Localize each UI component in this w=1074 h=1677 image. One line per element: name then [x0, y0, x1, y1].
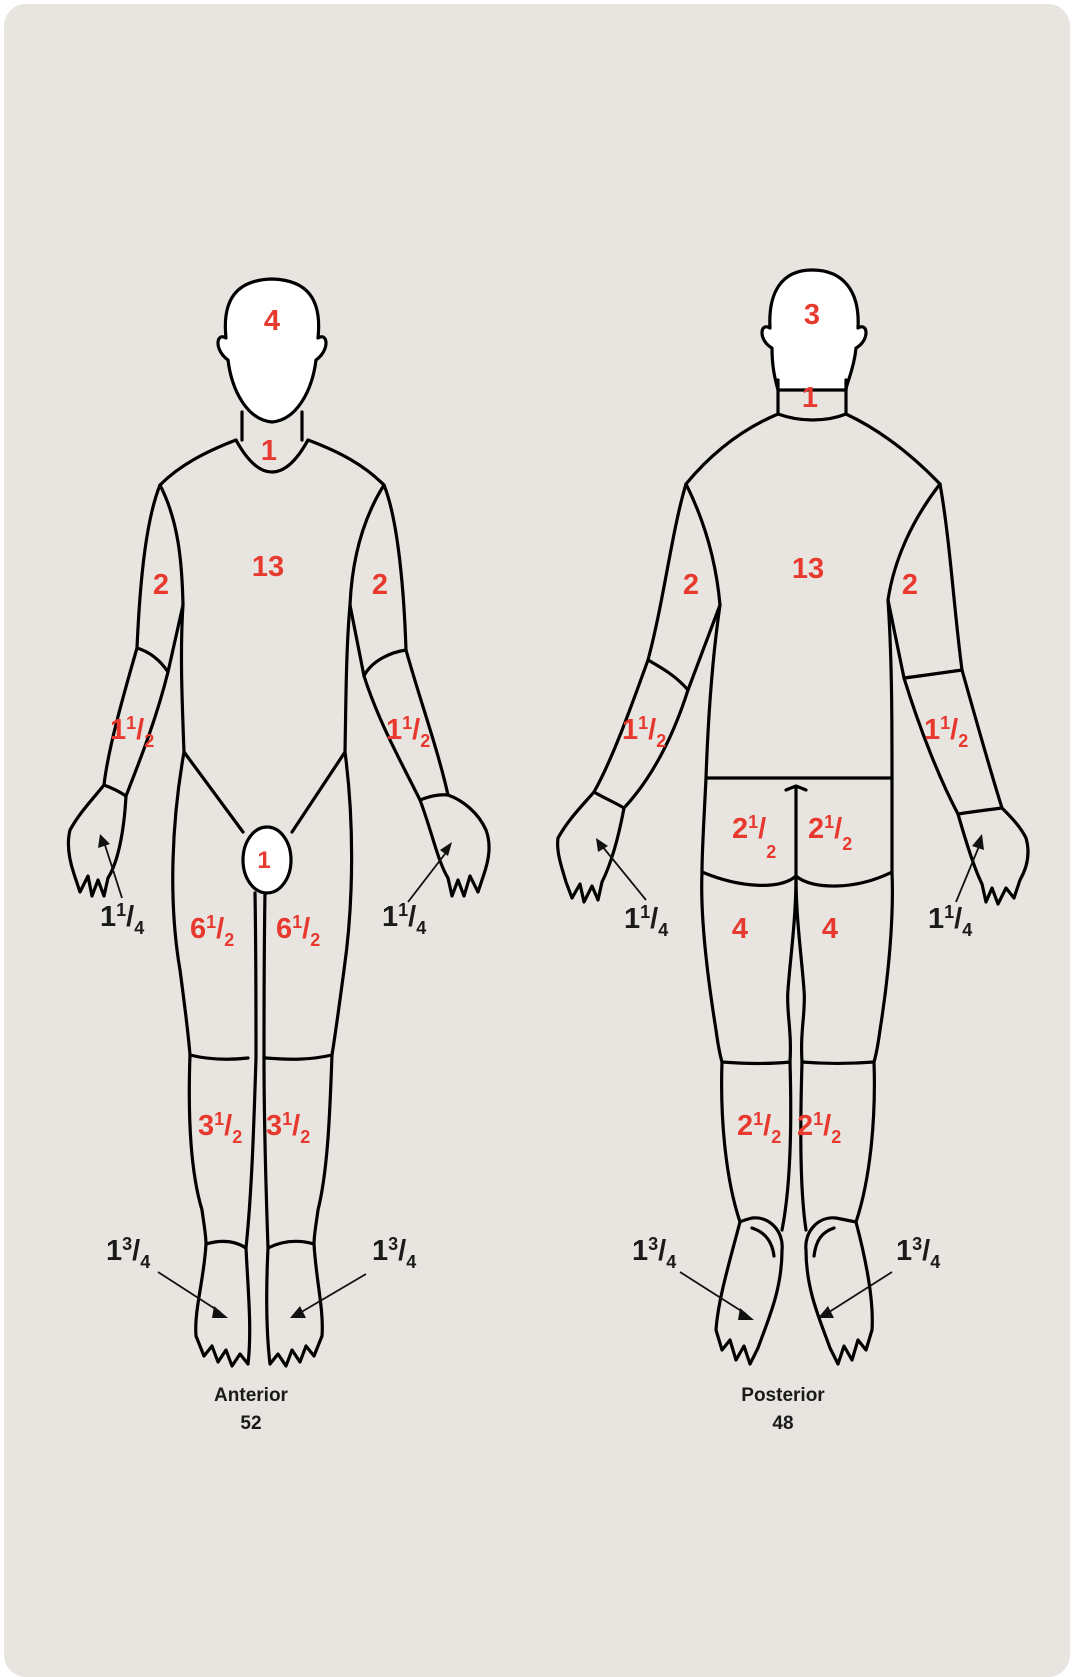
posterior-neck-value: 1 — [802, 382, 818, 414]
anterior-right-hand-arrowhead — [98, 834, 110, 848]
anterior-left-foot-value: 13/4 — [372, 1234, 416, 1272]
anterior-right-leg-value: 31/2 — [198, 1109, 242, 1147]
anterior-head-outline — [218, 279, 326, 422]
posterior-right-forearm-value: 11/2 — [924, 713, 968, 751]
anterior-head-value: 4 — [264, 305, 280, 337]
anterior-left-forearm-value: 11/2 — [386, 713, 430, 751]
posterior-right-hand-arrowhead — [972, 834, 984, 850]
anterior-left-thigh-value: 61/2 — [276, 912, 320, 950]
posterior-head-value: 3 — [804, 299, 820, 331]
posterior-right-hand — [958, 808, 1028, 904]
anterior-total: 52 — [240, 1413, 261, 1434]
anterior-figure — [68, 279, 489, 1366]
anterior-right-hand-value: 11/4 — [100, 900, 144, 938]
anterior-right-thigh-value: 61/2 — [190, 912, 234, 950]
anterior-left-hand-arrowhead — [440, 842, 452, 856]
anterior-right-foot-arrowhead — [212, 1306, 228, 1318]
anterior-genitalia-value: 1 — [257, 847, 270, 874]
anterior-left-hand-arrow — [408, 850, 448, 902]
posterior-right-upper-arm-value: 2 — [902, 569, 918, 601]
posterior-left-forearm — [594, 660, 688, 808]
anterior-left-hand-value: 11/4 — [382, 900, 426, 938]
posterior-right-foot-value: 13/4 — [896, 1234, 940, 1272]
anterior-torso-outline — [160, 440, 384, 832]
posterior-right-buttock-value: 21/2 — [808, 812, 852, 854]
posterior-right-foot-arrowhead — [818, 1306, 834, 1318]
anterior-neck-value: 1 — [261, 435, 277, 467]
posterior-left-foot — [716, 1218, 782, 1364]
anterior-left-foot-arrowhead — [290, 1306, 306, 1318]
posterior-right-thigh-value: 4 — [822, 913, 838, 945]
anterior-right-upper-arm-value: 2 — [153, 569, 169, 601]
anterior-left-thigh — [264, 752, 352, 1059]
anterior-right-foot-value: 13/4 — [106, 1234, 150, 1272]
posterior-caption: Posterior — [741, 1385, 825, 1406]
anterior-left-leg-value: 31/2 — [266, 1109, 310, 1147]
posterior-left-foot-arrowhead — [738, 1308, 754, 1320]
anterior-right-hand — [68, 785, 126, 896]
posterior-left-foot-value: 13/4 — [632, 1234, 676, 1272]
anterior-right-thigh — [173, 752, 256, 1059]
anterior-left-upper-arm-value: 2 — [372, 569, 388, 601]
anterior-caption: Anterior — [214, 1385, 289, 1406]
posterior-right-hand-value: 11/4 — [928, 902, 972, 940]
posterior-left-thigh-value: 4 — [732, 913, 748, 945]
posterior-left-hand-value: 11/4 — [624, 902, 668, 940]
posterior-left-foot-arrow — [680, 1272, 746, 1314]
posterior-left-hand-arrow — [602, 846, 646, 900]
posterior-total: 48 — [772, 1413, 793, 1434]
posterior-left-forearm-value: 11/2 — [622, 713, 666, 751]
posterior-right-thigh — [796, 872, 892, 1064]
anterior-right-forearm-value: 11/2 — [110, 713, 154, 751]
anterior-left-hand — [420, 795, 489, 896]
posterior-figure — [558, 270, 1028, 1364]
posterior-left-buttock-value: 21/2 — [732, 812, 776, 862]
posterior-left-hand — [558, 792, 624, 902]
anterior-right-lower-leg — [189, 1055, 256, 1248]
anterior-trunk-value: 13 — [252, 551, 284, 583]
posterior-left-upper-arm-value: 2 — [683, 569, 699, 601]
posterior-left-leg-value: 21/2 — [737, 1109, 781, 1147]
posterior-right-upper-arm — [888, 484, 962, 678]
posterior-buttocks-outline — [702, 778, 892, 886]
anterior-left-foot-arrow — [298, 1274, 366, 1314]
posterior-left-thigh — [702, 872, 796, 1064]
anterior-right-foot-arrow — [158, 1272, 220, 1312]
anterior-right-foot — [196, 1244, 250, 1366]
posterior-trunk-value: 13 — [792, 553, 824, 585]
posterior-right-foot-arrow — [826, 1272, 892, 1314]
anterior-left-lower-leg — [264, 1055, 332, 1248]
posterior-right-leg-value: 21/2 — [797, 1109, 841, 1147]
